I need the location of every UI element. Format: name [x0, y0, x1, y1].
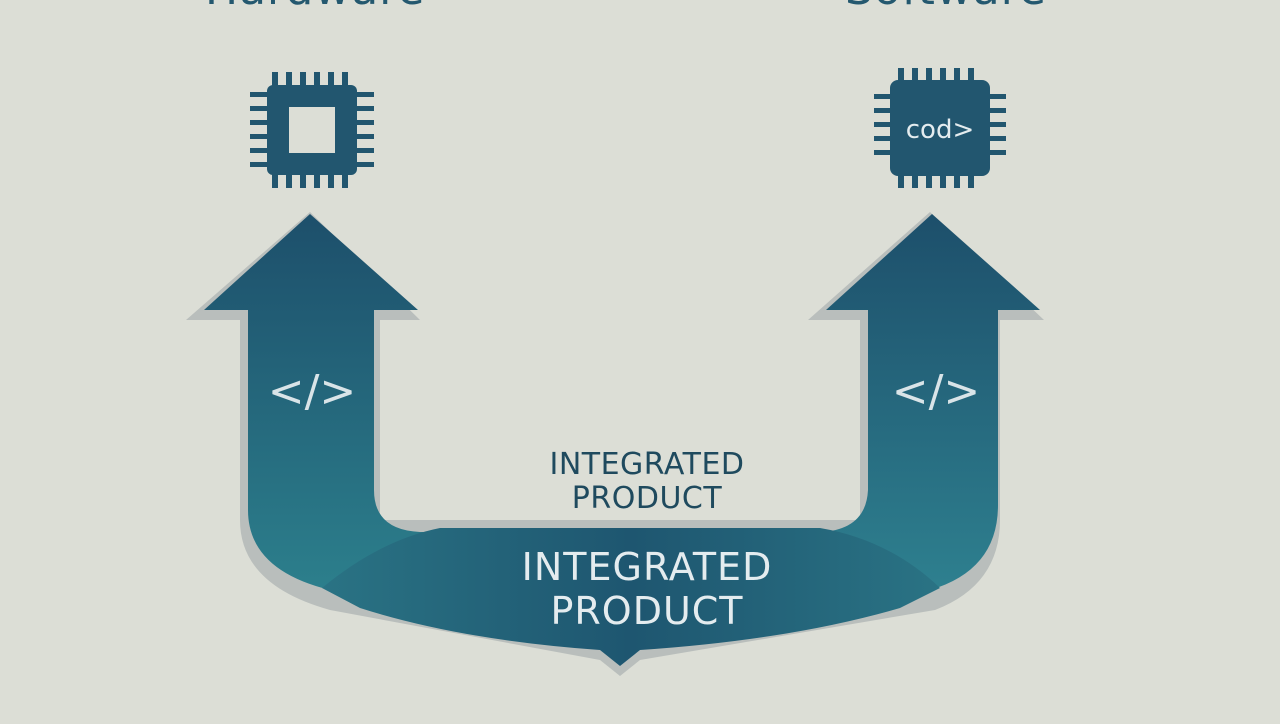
- right-code-tag-icon: </>: [892, 366, 981, 417]
- middle-caption-line1: INTEGRATED: [549, 447, 745, 482]
- band-caption-line1: INTEGRATED: [521, 545, 773, 589]
- right-up-arrow: [820, 214, 1040, 590]
- middle-caption-line2: PRODUCT: [571, 481, 723, 516]
- left-up-arrow: [204, 214, 440, 590]
- chip-code-label: cod>: [906, 115, 975, 145]
- chip-icon: [250, 72, 374, 188]
- left-code-tag-icon: </>: [268, 366, 357, 417]
- software-title: Software: [845, 0, 1047, 15]
- hardware-title: Hardware: [205, 0, 425, 15]
- band-caption: INTEGRATED PRODUCT: [420, 545, 874, 633]
- integrated-band: [322, 528, 940, 666]
- band-caption-line2: PRODUCT: [550, 589, 744, 633]
- chip-code-icon: cod>: [874, 68, 1006, 188]
- middle-caption: INTEGRATED PRODUCT: [470, 448, 824, 516]
